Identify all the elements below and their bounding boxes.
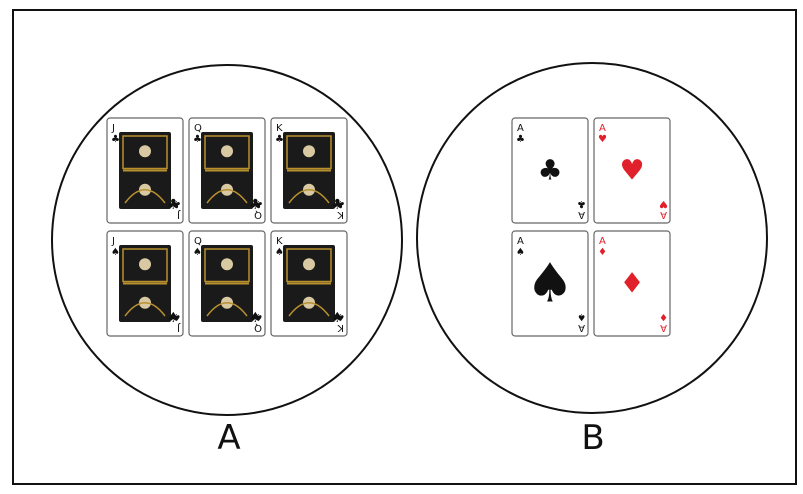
card-suit-index: ♠ bbox=[193, 247, 202, 258]
card-center-pip: ♥ bbox=[619, 154, 644, 187]
card-suit-index: ♣ bbox=[516, 134, 525, 145]
card-j-clubs: J♣J♣♣ bbox=[107, 118, 183, 223]
card-suit-index: ♠ bbox=[516, 247, 525, 258]
court-figure-art bbox=[283, 245, 335, 322]
card-center-pip: ♠ bbox=[526, 252, 574, 315]
card-suit-index: ♥ bbox=[598, 134, 607, 145]
card-a-diamonds: A♦A♦♦ bbox=[594, 231, 670, 336]
card-rank-index: A bbox=[599, 123, 606, 134]
card-rank-index: A bbox=[599, 236, 606, 247]
cards-layer: J♣J♣♣Q♣Q♣♣K♣K♣♣J♠J♠♠Q♠Q♠♠K♠K♠♠A♣A♣♣A♥A♥♥… bbox=[107, 118, 670, 336]
card-rank-index: K bbox=[276, 236, 283, 247]
card-rank-index: K bbox=[276, 123, 283, 134]
card-q-spades: Q♠Q♠♠ bbox=[189, 231, 265, 336]
card-figure-pip: ♣ bbox=[331, 197, 344, 213]
card-rank-index: A bbox=[578, 322, 585, 333]
card-figure-pip: ♣ bbox=[167, 197, 180, 213]
card-figure-pip: ♣ bbox=[249, 197, 262, 213]
court-figure-art bbox=[119, 132, 171, 209]
card-k-spades: K♠K♠♠ bbox=[271, 231, 347, 336]
card-a-clubs: A♣A♣♣ bbox=[512, 118, 588, 223]
card-suit-index: ♣ bbox=[111, 134, 120, 145]
card-suit-index: ♠ bbox=[275, 247, 284, 258]
card-suit-index: ♦ bbox=[598, 247, 607, 258]
card-suit-index: ♥ bbox=[659, 198, 668, 209]
set-b-circle bbox=[417, 63, 767, 413]
card-center-pip: ♣ bbox=[537, 154, 562, 187]
card-rank-index: Q bbox=[194, 123, 202, 134]
card-suit-index: ♣ bbox=[275, 134, 284, 145]
set-a-label: A bbox=[199, 418, 259, 458]
card-figure-pip: ♠ bbox=[167, 310, 180, 326]
card-suit-index: ♠ bbox=[111, 247, 120, 258]
card-rank-index: A bbox=[578, 209, 585, 220]
card-rank-index: A bbox=[517, 123, 524, 134]
court-figure-art bbox=[119, 245, 171, 322]
card-rank-index: J bbox=[111, 236, 115, 247]
card-figure-pip: ♠ bbox=[331, 310, 344, 326]
card-rank-index: A bbox=[660, 322, 667, 333]
court-figure-art bbox=[283, 132, 335, 209]
card-figure-pip: ♠ bbox=[249, 310, 262, 326]
card-rank-index: A bbox=[660, 209, 667, 220]
card-a-hearts: A♥A♥♥ bbox=[594, 118, 670, 223]
set-b-label: B bbox=[563, 418, 623, 458]
card-suit-index: ♣ bbox=[577, 198, 586, 209]
card-suit-index: ♣ bbox=[193, 134, 202, 145]
card-k-clubs: K♣K♣♣ bbox=[271, 118, 347, 223]
card-rank-index: A bbox=[517, 236, 524, 247]
card-rank-index: J bbox=[111, 123, 115, 134]
court-figure-art bbox=[201, 132, 253, 209]
card-a-spades: A♠A♠♠ bbox=[512, 231, 588, 336]
card-suit-index: ♠ bbox=[577, 311, 586, 322]
card-q-clubs: Q♣Q♣♣ bbox=[189, 118, 265, 223]
card-rank-index: Q bbox=[194, 236, 202, 247]
card-j-spades: J♠J♠♠ bbox=[107, 231, 183, 336]
card-center-pip: ♦ bbox=[619, 267, 644, 300]
court-figure-art bbox=[201, 245, 253, 322]
card-suit-index: ♦ bbox=[659, 311, 668, 322]
